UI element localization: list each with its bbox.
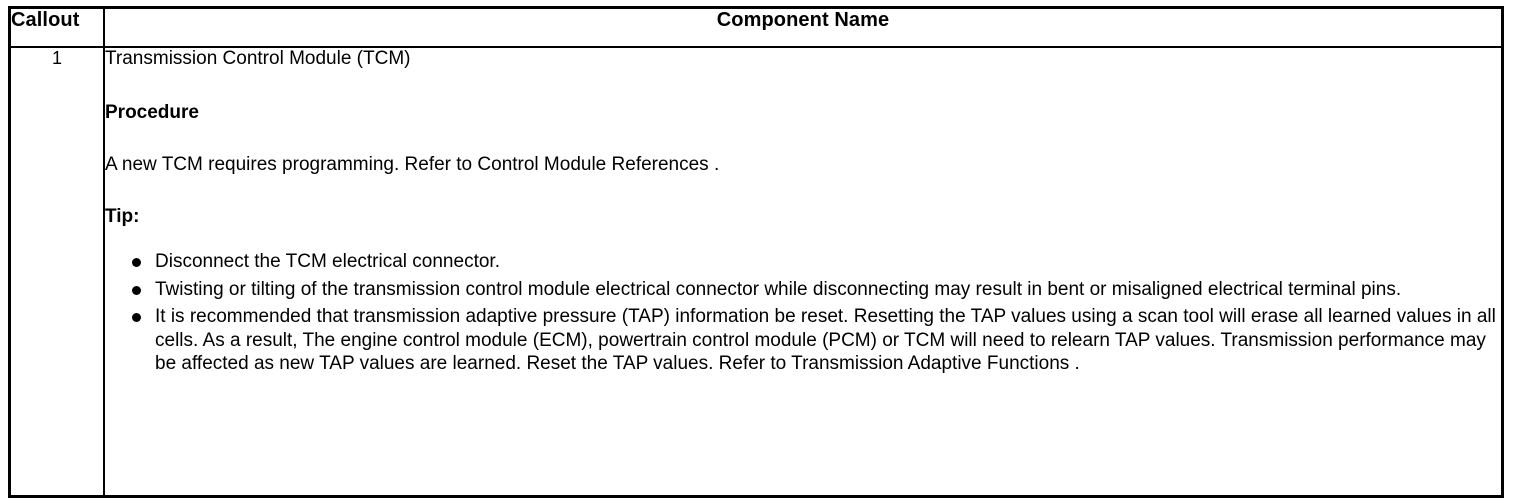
table-body: 1 Transmission Control Module (TCM) Proc…	[8, 46, 1504, 498]
list-item: Twisting or tilting of the transmission …	[105, 278, 1501, 302]
table-header: Callout Component Name	[8, 6, 1504, 48]
spacer-after-title	[105, 70, 1501, 102]
list-item-text: Disconnect the TCM electrical connector.	[155, 251, 500, 272]
callout-table-container: Callout Component Name 1 Transmission Co…	[8, 6, 1504, 498]
list-item: Disconnect the TCM electrical connector.	[105, 250, 1501, 274]
tip-heading: Tip:	[105, 206, 140, 227]
table-row: 1 Transmission Control Module (TCM) Proc…	[8, 46, 1504, 498]
list-item: It is recommended that transmission adap…	[105, 305, 1501, 376]
bullet-dot-icon	[132, 285, 141, 295]
callout-number: 1	[8, 46, 105, 498]
procedure-heading: Procedure	[105, 102, 199, 123]
bullet-dot-icon	[132, 258, 141, 267]
table-header-row: Callout Component Name	[8, 6, 1504, 48]
procedure-text: A new TCM requires programming. Refer to…	[105, 154, 720, 175]
column-header-component-name: Component Name	[103, 6, 1504, 48]
component-title: Transmission Control Module (TCM)	[105, 48, 411, 69]
column-header-callout: Callout	[8, 6, 105, 48]
list-item-text: It is recommended that transmission adap…	[155, 306, 1496, 374]
tip-bullet-list: Disconnect the TCM electrical connector.…	[105, 250, 1501, 376]
spacer-after-procedure-heading	[105, 124, 1501, 154]
bullet-dot-icon	[132, 313, 141, 322]
list-item-text: Twisting or tilting of the transmission …	[155, 278, 1402, 300]
spacer-after-tip-heading	[105, 228, 1501, 250]
spacer-after-procedure-text	[105, 176, 1501, 206]
callout-table: Callout Component Name 1 Transmission Co…	[8, 6, 1504, 498]
component-cell: Transmission Control Module (TCM) Proced…	[103, 46, 1504, 498]
